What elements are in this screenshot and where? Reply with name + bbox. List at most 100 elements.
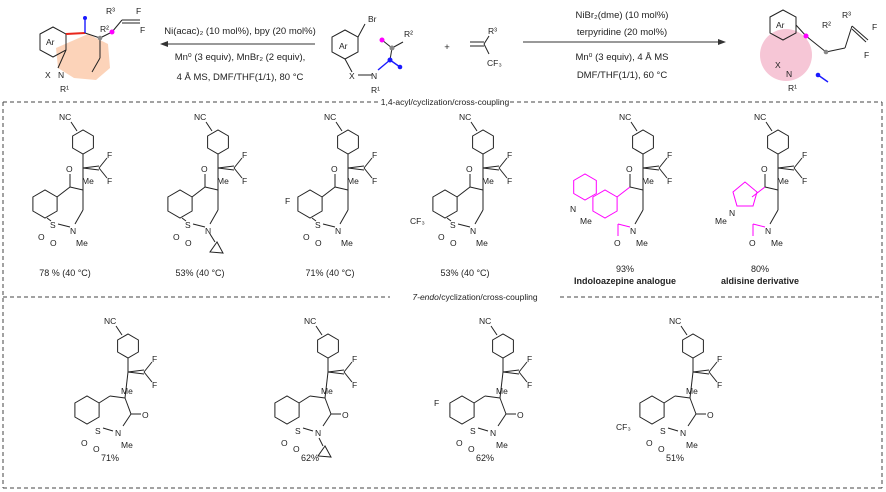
compound-name: Indoloazepine analogue <box>574 276 676 286</box>
label-me: Me <box>82 176 94 186</box>
benzo-ring <box>639 395 665 425</box>
bond <box>102 427 114 432</box>
label-cf3: CF₃ <box>487 58 502 68</box>
bond <box>680 325 688 336</box>
bond <box>204 186 219 191</box>
label-s: S <box>95 426 101 436</box>
label-oxygen: O <box>66 164 73 174</box>
right-condition-2: terpyridine (20 mol%) <box>577 27 667 38</box>
bond <box>689 371 694 399</box>
bond <box>630 121 638 132</box>
label-n: N <box>680 428 686 438</box>
label-n-me: Me <box>496 440 508 450</box>
benzo-ring <box>274 395 300 425</box>
label-f-2: F <box>372 176 377 186</box>
yield-label: 51% <box>666 453 684 463</box>
bond <box>484 395 501 399</box>
right-condition-4: DMF/THF(1/1), 60 °C <box>577 70 668 81</box>
label-ar: Ar <box>339 41 348 51</box>
label-n-me: Me <box>771 238 783 248</box>
label-r1: R¹ <box>60 84 69 94</box>
label-s: S <box>185 220 191 230</box>
label-f-2: F <box>352 380 357 390</box>
arrowhead-left <box>160 41 168 47</box>
bond <box>456 186 471 198</box>
label-so-2: O <box>50 238 57 248</box>
bond <box>82 165 100 169</box>
benzo-ring <box>32 189 58 219</box>
pyrrole-ring <box>732 181 758 207</box>
label-n: N <box>371 71 377 81</box>
benzo-ring <box>592 189 618 219</box>
yield-label: 53% (40 °C) <box>175 268 224 278</box>
label-me: Me <box>482 176 494 186</box>
bond <box>302 427 314 432</box>
label-f: F <box>352 354 357 364</box>
label-f: F <box>136 6 141 16</box>
left-condition-2: Mn⁰ (3 equiv), MnBr₂ (2 equiv), <box>175 52 306 63</box>
label-f: F <box>372 150 377 160</box>
bond <box>70 121 78 132</box>
left-condition-3: 4 Å MS, DMF/THF(1/1), 80 °C <box>177 72 304 83</box>
bond <box>322 413 332 427</box>
bond <box>689 397 697 415</box>
bond <box>502 371 520 375</box>
bond <box>46 217 52 222</box>
bond <box>209 233 216 243</box>
label-ring-sub: CF₃ <box>616 422 631 432</box>
label-s: S <box>50 220 56 230</box>
label-oxygen: O <box>707 410 714 420</box>
label-f-2: F <box>107 176 112 186</box>
bond <box>309 395 326 399</box>
label-so-1: O <box>81 438 88 448</box>
bond <box>469 186 484 191</box>
label-so-2: O <box>658 444 665 454</box>
label-nc: NC <box>459 112 471 122</box>
label-me-indole: Me <box>715 216 727 226</box>
benzo-ring <box>297 189 323 219</box>
label-n-indole: N <box>570 204 576 214</box>
oxygen-dot <box>379 37 385 43</box>
bond <box>343 361 353 373</box>
label-me: Me <box>347 176 359 186</box>
bond <box>499 397 507 415</box>
bond <box>56 186 71 198</box>
label-r2: R² <box>100 24 109 34</box>
label-nc: NC <box>104 316 116 326</box>
label-oxygen: O <box>342 410 349 420</box>
bond <box>98 157 108 169</box>
oxygen-dot-2 <box>397 64 403 70</box>
label-oxygen: O <box>142 410 149 420</box>
bond <box>777 165 795 169</box>
benzonitrile-ring <box>317 333 339 359</box>
label-oxygen: O <box>466 164 473 174</box>
label-oxygen: O <box>626 164 633 174</box>
label-ring-sub: F <box>285 196 290 206</box>
benzonitrile-ring <box>337 129 359 155</box>
label-so-2: O <box>293 444 300 454</box>
label-f-2: F <box>140 25 145 35</box>
bond <box>127 371 145 375</box>
label-ring-sub: F <box>434 398 439 408</box>
yield-label: 71% (40 °C) <box>305 268 354 278</box>
bond <box>473 395 486 404</box>
label-ring-sub: CF₃ <box>410 216 425 226</box>
label-so-1: O <box>456 438 463 448</box>
bond <box>751 186 766 198</box>
bond <box>617 223 631 228</box>
label-f-2: F <box>717 380 722 390</box>
label-ar: Ar <box>46 37 55 47</box>
bond <box>490 325 498 336</box>
label-s: S <box>295 426 301 436</box>
bond <box>347 165 365 169</box>
benzonitrile-ring <box>492 333 514 359</box>
right-product: Ar X N R¹ R² R³ F F <box>760 9 877 93</box>
label-me: Me <box>686 386 698 396</box>
label-f-2: F <box>152 380 157 390</box>
label-me: Me <box>121 386 133 396</box>
cyclopropyl-ring <box>317 445 332 458</box>
